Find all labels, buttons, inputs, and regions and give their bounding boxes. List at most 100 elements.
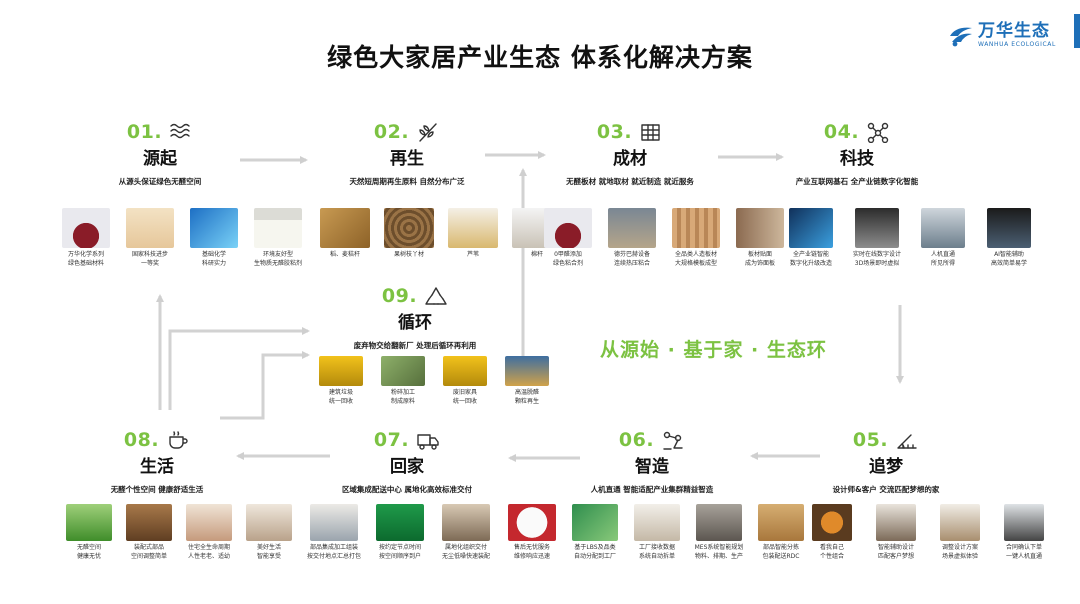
assembly-photo	[310, 504, 358, 541]
thumbnail-item: 调整设计方案场景虚拟体验	[936, 504, 984, 561]
thumbnail-item: 装配式部品空间调整简单	[122, 504, 176, 561]
thumbnail-item: 住宅全生命周期人性老老、适幼	[182, 504, 236, 561]
thumbnail-caption: 德芬巴赫设备连续热压粘合	[613, 251, 650, 267]
thumbnail-caption: MES系统智能规划物料、排期、生产	[694, 544, 744, 560]
veneer-photo	[736, 208, 784, 248]
step-head: 04.	[747, 120, 967, 144]
thumbnail-caption: 无醛空间健康无忧	[76, 544, 101, 560]
step-5: 05.追梦设计师&客户 交流匹配梦想的家	[776, 428, 996, 495]
food-plate-photo	[812, 504, 852, 541]
red-flask-photo	[544, 208, 592, 248]
step-name: 生活	[140, 457, 174, 477]
step-name: 循环	[398, 313, 432, 333]
thumbnail-caption: 粉碎加工制成原料	[390, 389, 415, 405]
thumbnail-item: 0甲醛添加绿色粘合剂	[540, 208, 596, 268]
thumbnail-item: 无醛空间健康无忧	[62, 504, 116, 561]
arrow-08-09-b	[220, 351, 310, 420]
thumbnail-item: AI智能辅助高效简单易学	[983, 208, 1035, 268]
recycle-icon	[425, 287, 447, 305]
thumbnail-item: 美好生活智能享受	[242, 504, 296, 561]
thumbnail-item: 建筑垃圾统一回收	[315, 356, 367, 406]
brand-logo: 万华生态 WANHUA ECOLOGICAL	[948, 20, 1056, 50]
step-name: 回家	[390, 457, 424, 477]
reed-photo	[448, 208, 498, 248]
thumbnail-caption: 芦苇	[466, 251, 479, 258]
machine-photo	[921, 208, 965, 248]
step-number: 07.	[373, 429, 410, 451]
thumbnail-caption: 废旧家具统一回收	[452, 389, 477, 405]
thumbnail-caption: 板材贴面成为饰面板	[744, 251, 775, 267]
step-number: 05.	[852, 429, 889, 451]
thumbnail-item: 部品集成加工组装按交付地点汇总打包	[306, 504, 362, 561]
step-name: 再生	[390, 149, 424, 169]
thumbnail-item: 环境友好型生物质无醛胶粘剂	[250, 208, 306, 268]
thumbnail-caption: 部品智能分拣包装配送RDC	[762, 544, 800, 560]
dump-truck-photo	[319, 356, 363, 386]
step-subtitle: 天然短周期再生原料 自然分布广泛	[349, 177, 465, 186]
thumbnail-item: 废旧家具统一回收	[439, 356, 491, 406]
ruler-icon	[897, 434, 917, 449]
dump-truck-photo	[443, 356, 487, 386]
step-name: 科技	[840, 149, 874, 169]
thumbnail-caption: 住宅全生命周期人性老老、适幼	[187, 544, 230, 560]
step-subtitle: 区域集成配送中心 属地化高效标准交付	[341, 485, 473, 494]
green-house-photo	[66, 504, 112, 541]
factory-line-photo	[608, 208, 656, 248]
thumbnail-item: 部品智能分拣包装配送RDC	[754, 504, 808, 561]
thumbnail-item: 基于LBS及品类自动分配到工厂	[568, 504, 622, 561]
workshop-photo	[696, 504, 742, 541]
step-3-thumbnails: 0甲醛添加绿色粘合剂德芬巴赫设备连续热压粘合 全品类人造板材大规格模板成型 板材贴面…	[540, 208, 788, 268]
installer-photo	[442, 504, 490, 541]
step-head: 07.	[297, 428, 517, 452]
thumbnail-item: 全品类人造板材大规格模板成型	[668, 208, 724, 268]
thumbnail-caption: 环境友好型生物质无醛胶粘剂	[253, 251, 302, 267]
step-2: 02.再生天然短周期再生原料 自然分布广泛	[297, 120, 517, 187]
step-name: 成材	[613, 149, 647, 169]
step-head: 03.	[520, 120, 740, 144]
thumbnail-caption: 工厂接收数据系统自动拆单	[638, 544, 675, 560]
thumbnail-item: 智能辅助设计匹配客户梦想	[872, 504, 920, 561]
step-2-thumbnails: 稻、麦秸秆果树枝丫材芦苇棉秆	[316, 208, 566, 260]
network-icon	[867, 122, 889, 143]
thumbnail-caption: 合同确认下单一键人机直通	[1005, 544, 1042, 560]
step-subtitle: 设计师&客户 交流匹配梦想的家	[832, 485, 940, 494]
step-5-thumbnails: 看我自己个性组合 智能辅助设计匹配客户梦想调整设计方案场景虚拟体验合同确认下单一键…	[808, 504, 1048, 561]
thumbnail-item: 看我自己个性组合	[808, 504, 856, 561]
step-head: 06.	[542, 428, 762, 452]
thumbnail-caption: 基础化学科研实力	[201, 251, 226, 267]
green-truck-photo	[376, 504, 424, 541]
arrow-08-09-a	[168, 327, 310, 410]
clock-photo	[508, 504, 556, 541]
thumbnail-item: 稻、麦秸秆	[316, 208, 374, 260]
step-9-thumbnails: 建筑垃圾统一回收粉碎加工制成原料废旧家具统一回收高温脱醛颗粒再生	[315, 356, 553, 406]
shelf-photo	[126, 504, 172, 541]
red-flask-photo	[62, 208, 110, 248]
thumbnail-caption: 全品类人造板材大规格模板成型	[674, 251, 717, 267]
thumbnail-item: 国家科技进步一等奖	[122, 208, 178, 268]
step-number: 08.	[123, 429, 160, 451]
thumbnail-item: 全产业链智能数字化升级改造	[785, 208, 837, 268]
step-number: 03.	[596, 121, 633, 143]
thumbnail-caption: 装配式部品空间调整简单	[130, 544, 167, 560]
waves-icon	[170, 123, 190, 139]
thumbnail-caption: 建筑垃圾统一回收	[328, 389, 353, 405]
robot-arm-icon	[663, 431, 683, 450]
logo-cn: 万华生态	[978, 20, 1050, 41]
step-number: 01.	[126, 121, 163, 143]
thumbnail-caption: 看我自己个性组合	[819, 544, 844, 560]
step-head: 09.	[305, 284, 525, 308]
center-slogan: 从源始 · 基于家 · 生态环	[600, 339, 827, 361]
chips-photo	[381, 356, 425, 386]
step-head: 08.	[47, 428, 267, 452]
thumbnail-caption: 棉秆	[530, 251, 543, 258]
step-9: 09.循环废弃物交给翻新厂 处理后循环再利用	[305, 284, 525, 351]
logo-en: WANHUA ECOLOGICAL	[978, 40, 1056, 48]
thumbnail-caption: 人机直通所见所得	[930, 251, 955, 267]
thumbnail-caption: 稻、麦秸秆	[329, 251, 360, 258]
step-subtitle: 无醛个性空间 健康舒适生活	[110, 485, 204, 494]
step-subtitle: 人机直通 智能适配产业集群精益智造	[590, 485, 714, 494]
thumbnail-caption: 按约定节点时间按空间顺序到户	[378, 544, 421, 560]
step-subtitle: 产业互联网基石 全产业链数字化智能	[795, 177, 919, 186]
edge-bar	[1074, 14, 1080, 48]
step-name: 智造	[635, 457, 669, 477]
